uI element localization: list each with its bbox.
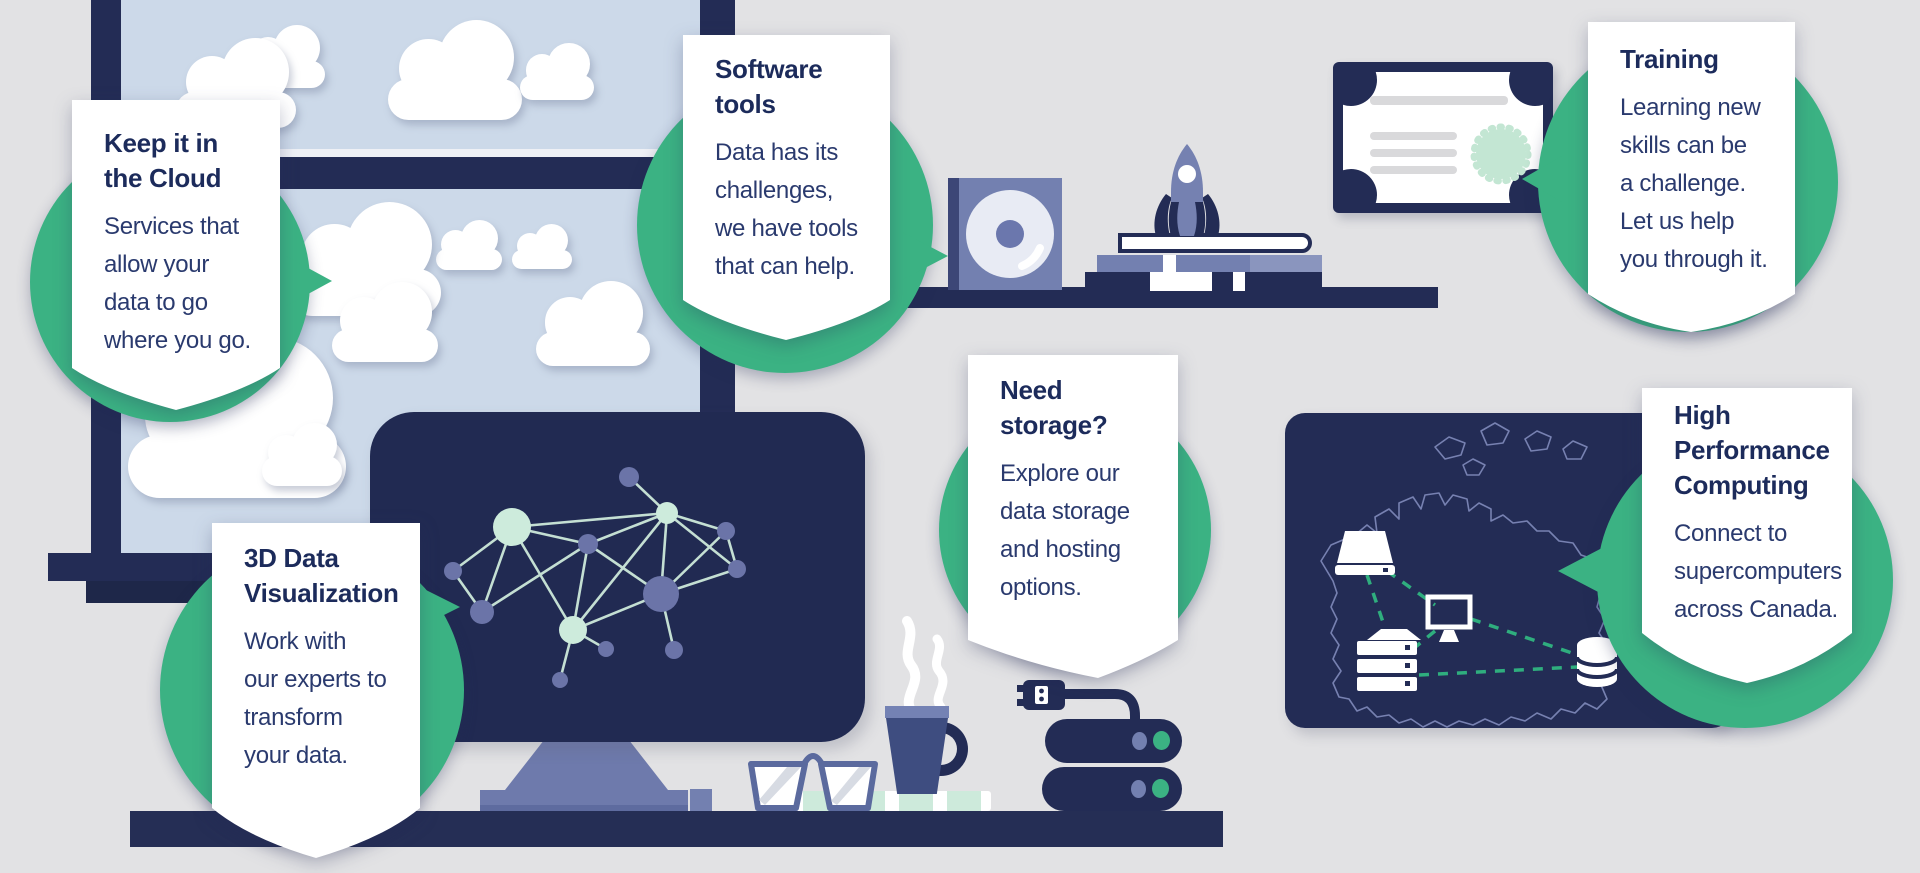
speech-bubble-card [72, 100, 280, 410]
speech-bubble-card [1588, 22, 1795, 332]
small-box-icon [690, 789, 712, 811]
cloud-icon [388, 20, 522, 120]
glasses-icon [748, 753, 878, 811]
cloud-icon [262, 422, 342, 486]
window-sill [48, 553, 213, 581]
speech-bubble-card [1642, 388, 1852, 683]
speech-bubble-card [212, 523, 420, 858]
status-light-icon [1153, 731, 1170, 750]
monitor-stand-neck [505, 742, 668, 790]
window-sill-base [86, 581, 213, 603]
database-icon [1575, 637, 1619, 687]
window-divider-edge [121, 149, 700, 157]
steam-icon [902, 616, 948, 715]
speech-bubble-card [968, 355, 1178, 678]
monitor-stand-base [480, 790, 688, 812]
network-graph-icon [444, 467, 746, 688]
cd-case-spine [948, 178, 959, 290]
cloud-icon [332, 282, 438, 362]
mug-handle [938, 722, 968, 776]
usb-plug-icon [1017, 680, 1140, 730]
cd-case-icon [948, 178, 1062, 290]
cable-icon [1063, 689, 1140, 730]
desktop-computer-icon [1425, 594, 1473, 642]
shelf [888, 287, 1438, 308]
mug-rim [885, 706, 949, 718]
server-icon [1357, 629, 1421, 691]
cloud-icon [536, 281, 650, 366]
book-stack-icon [1085, 231, 1322, 291]
storage-unit [1045, 719, 1182, 763]
rocket-icon [1154, 144, 1220, 236]
cloud-icon [512, 223, 572, 269]
external-drive-icon [1335, 531, 1395, 575]
status-light-icon [1132, 732, 1147, 750]
cd-hole [996, 220, 1024, 248]
cloud-icon [520, 43, 594, 100]
storage-unit [1042, 767, 1182, 811]
status-light-icon [1152, 779, 1169, 798]
mug-body [886, 718, 948, 794]
seal-icon [1470, 123, 1532, 185]
speech-bubble-card [683, 35, 890, 340]
certificate-paper [1343, 72, 1543, 203]
notebook-icon [755, 791, 991, 811]
certificate-icon [1333, 62, 1553, 213]
cloud-icon [436, 220, 502, 270]
status-light-icon [1131, 780, 1146, 798]
